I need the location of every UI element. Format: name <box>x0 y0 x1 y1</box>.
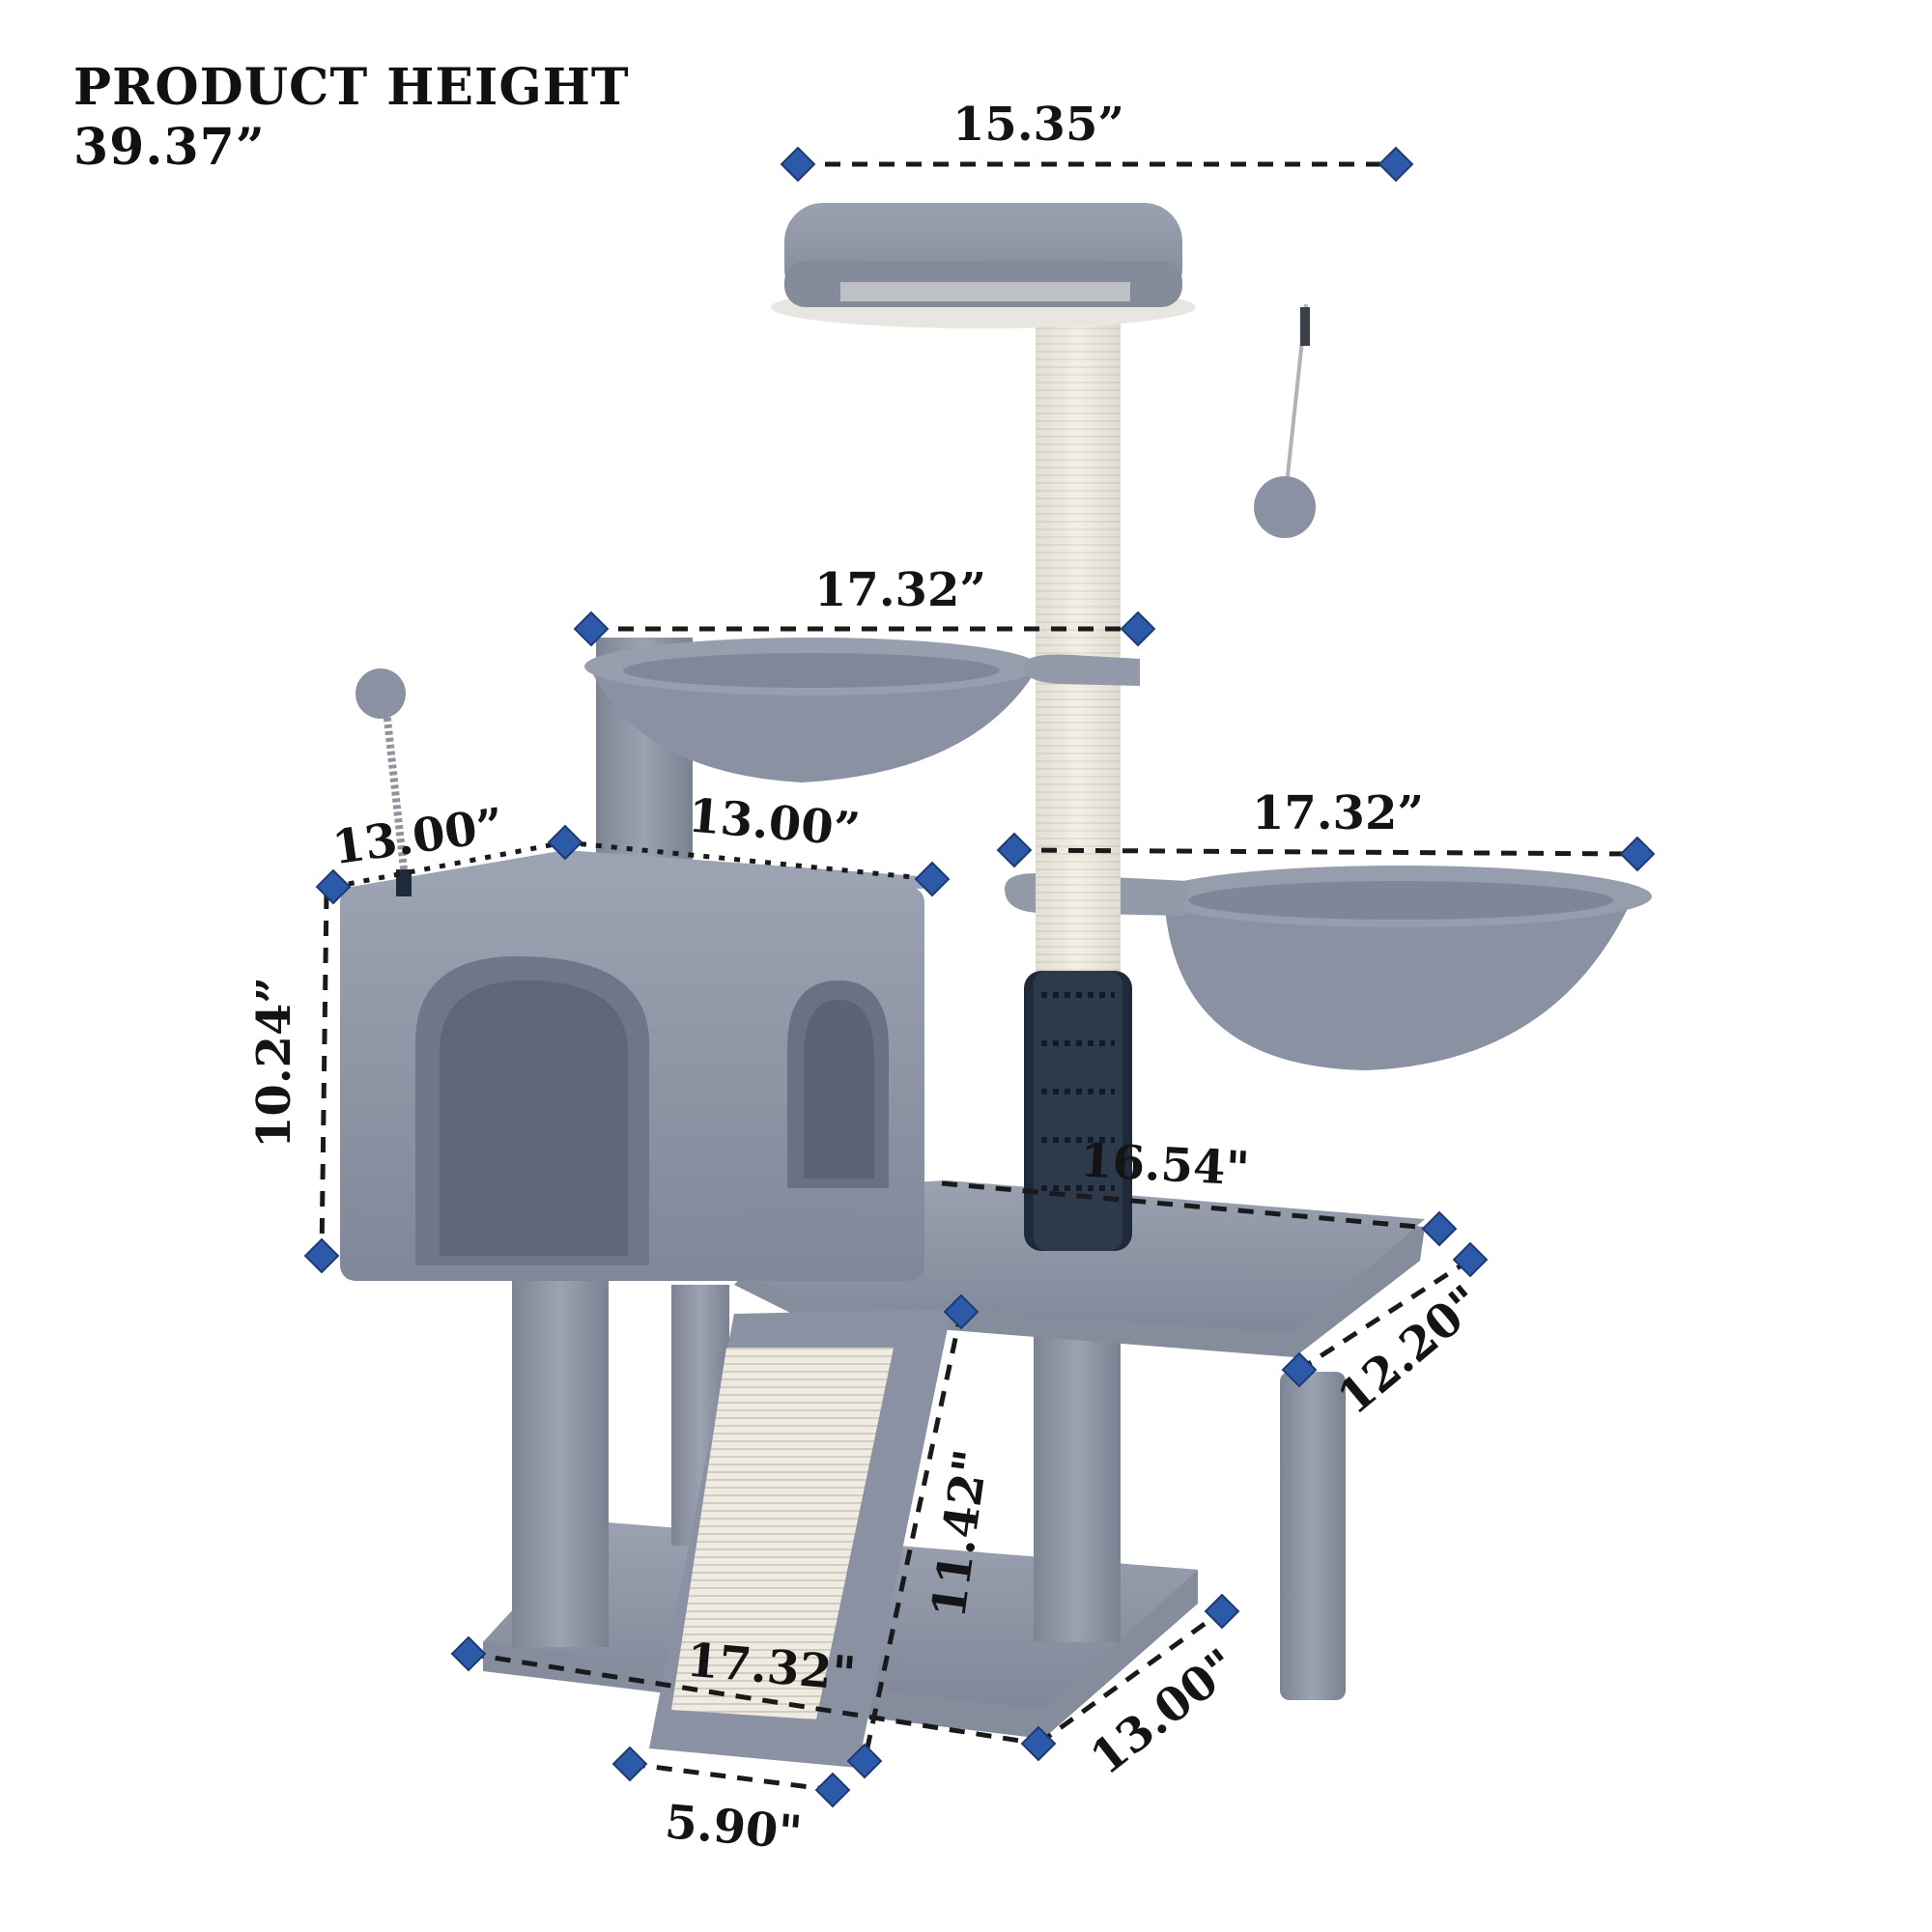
marker-icon <box>450 1635 487 1672</box>
label-side-hammock-width: 17.32” <box>1252 786 1424 840</box>
marker-icon <box>547 824 583 861</box>
dim-line-ramp-length <box>862 1311 964 1762</box>
dim-line-platform-depth <box>1297 1257 1472 1373</box>
label-upper-hammock-width: 17.32” <box>814 563 986 617</box>
right-post <box>1280 1372 1346 1700</box>
dim-line-platform-width <box>941 1180 1440 1232</box>
marker-icon <box>315 868 352 905</box>
marker-icon <box>846 1743 883 1779</box>
left-front-post <box>512 1275 609 1647</box>
label-ramp-width: 5.90" <box>663 1795 804 1861</box>
top-perch <box>771 203 1196 328</box>
dimension-lines <box>319 161 1638 1793</box>
dim-line-base-width <box>468 1651 1039 1747</box>
marker-icon <box>814 1772 851 1808</box>
product-height-label: PRODUCT HEIGHT <box>73 58 630 117</box>
marker-icon <box>611 1746 648 1782</box>
marker-icon <box>1204 1593 1240 1630</box>
label-top-perch-width: 15.35” <box>952 98 1124 152</box>
marker-icon <box>1281 1351 1318 1388</box>
dim-line-base-depth <box>1037 1608 1224 1747</box>
marker-icon <box>573 611 610 647</box>
scratching-ramp <box>649 1309 952 1768</box>
dim-line-ramp-width <box>629 1761 834 1793</box>
marker-icon <box>1120 611 1156 647</box>
marker-icon <box>303 1237 340 1274</box>
dim-line-side-hammock <box>1013 847 1638 857</box>
label-condo-height: 10.24” <box>247 977 301 1149</box>
marker-icon <box>780 146 816 183</box>
marker-icon <box>1421 1210 1458 1247</box>
marker-icon <box>943 1293 980 1330</box>
label-condo-width: 13.00” <box>686 788 862 857</box>
top-pom-ball <box>1254 476 1316 538</box>
label-platform-width: 16.54" <box>1079 1133 1251 1196</box>
marker-icon <box>1378 146 1414 183</box>
product-height-value: 39.37” <box>73 118 266 177</box>
marker-icon <box>1452 1241 1489 1278</box>
label-condo-depth: 13.00” <box>329 798 507 875</box>
dimension-markers <box>303 146 1656 1808</box>
product-height-heading: PRODUCT HEIGHT 39.37” <box>73 58 630 178</box>
middle-post <box>1034 1323 1121 1642</box>
marker-icon <box>1020 1725 1057 1762</box>
marker-icon <box>914 861 951 897</box>
groomer-brush <box>1024 971 1132 1251</box>
condo-box <box>340 850 932 1281</box>
marker-icon <box>1619 836 1656 872</box>
upper-hammock <box>584 638 1140 782</box>
dim-line-condo-height <box>319 893 329 1257</box>
marker-icon <box>996 832 1033 868</box>
spring-pom-ball <box>355 668 406 719</box>
